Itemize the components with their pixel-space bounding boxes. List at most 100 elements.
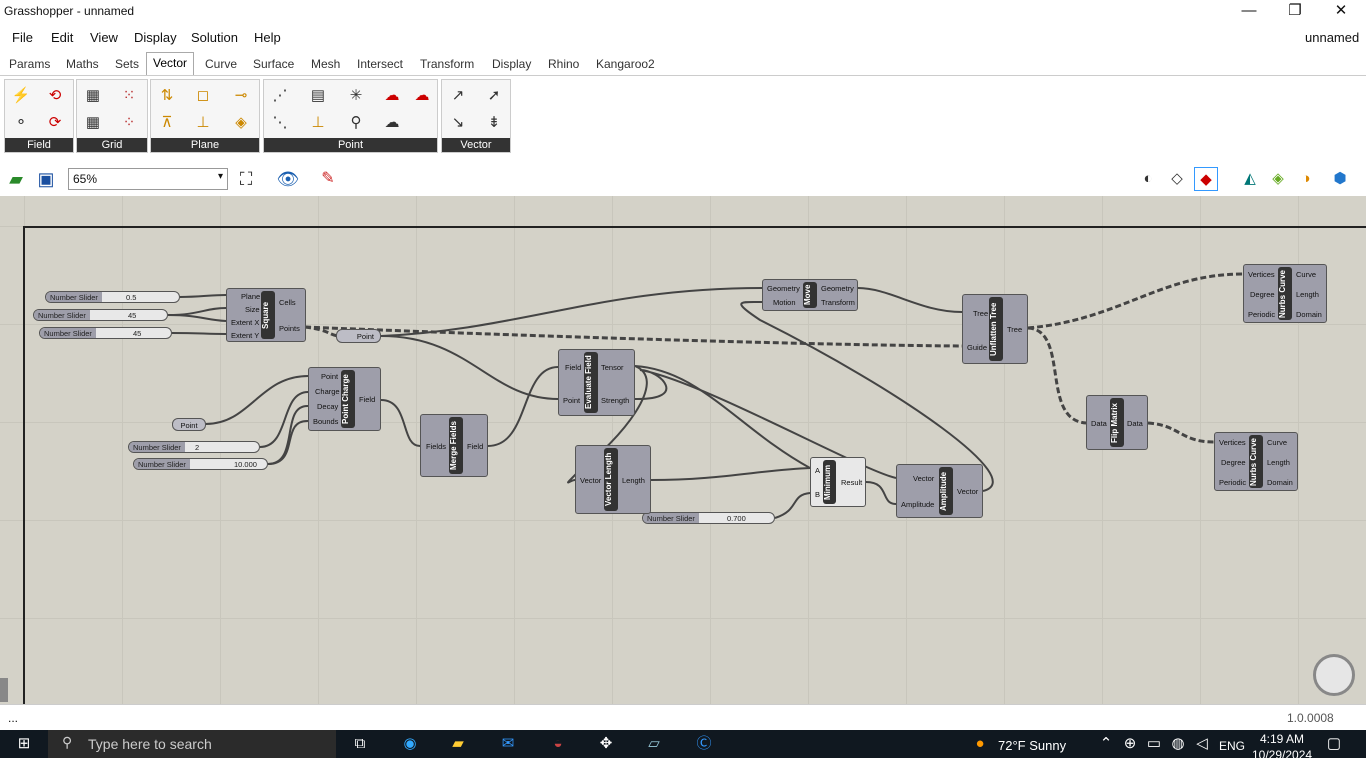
c-app-icon[interactable]: Ⓒ [696, 735, 712, 752]
zoom-dropdown[interactable]: 65% ▾ [68, 168, 228, 190]
vector-display-icon[interactable]: ⇟ [487, 114, 501, 131]
cull-points-icon[interactable]: ☁ [414, 87, 430, 104]
output-pin[interactable]: Tensor [601, 363, 624, 372]
tab-vector[interactable]: Vector [146, 52, 195, 76]
tab-kangaroo2[interactable]: Kangaroo2 [596, 57, 655, 71]
output-pin[interactable]: Data [1127, 419, 1143, 428]
deconstruct-vector-icon[interactable]: ↘ [451, 114, 465, 131]
input-pin[interactable]: Field [565, 363, 582, 372]
output-pin[interactable]: Points [279, 324, 300, 333]
network-icon[interactable]: ⊕ [1123, 735, 1137, 752]
panel-label-grid[interactable]: Grid [77, 138, 147, 152]
input-pin[interactable]: Decay [317, 402, 339, 411]
component-unflatten-tree[interactable]: Tree Guide Unflatten Tree Tree [962, 294, 1028, 364]
language-indicator[interactable]: ENG [1219, 739, 1246, 753]
component-minimum[interactable]: A B Minimum Result [810, 457, 866, 507]
open-file-icon[interactable]: ▰ [9, 169, 23, 189]
point-cloud-icon[interactable]: ✳ [349, 87, 363, 104]
input-pin[interactable]: Extent Y [231, 331, 260, 340]
component-merge-fields[interactable]: Fields Merge Fields Field [420, 414, 488, 477]
tab-display[interactable]: Display [492, 57, 532, 71]
component-nurbs-curve[interactable]: Vertices Degree Periodic Nurbs Curve Cur… [1214, 432, 1298, 491]
grasshopper-icon[interactable]: ✥ [599, 735, 613, 752]
component-square[interactable]: Plane Size Extent X Extent Y Square Cell… [226, 288, 306, 342]
input-pin[interactable]: Vector [913, 474, 935, 483]
mesh-quality-icon[interactable]: ◭ [1244, 170, 1256, 187]
numbers-to-points-icon[interactable]: ▤ [310, 87, 326, 104]
preview-shaded-icon[interactable]: ◇ [1171, 170, 1183, 187]
restore-button[interactable]: ❐ [1288, 2, 1302, 19]
panel-label-vector[interactable]: Vector [442, 138, 510, 152]
output-pin[interactable]: Length [622, 476, 645, 485]
input-pin[interactable]: Extent X [231, 318, 260, 327]
input-pin[interactable]: Vertices [1248, 270, 1275, 279]
deconstruct-point-icon[interactable]: ⋰ [272, 87, 288, 104]
point-param[interactable]: Point [336, 329, 381, 343]
unit-x-icon[interactable]: ↗ [451, 87, 465, 104]
project-point-icon[interactable]: ⊥ [311, 114, 325, 131]
output-pin[interactable]: Length [1267, 458, 1290, 467]
minimize-button[interactable]: — [1241, 2, 1257, 19]
component-point-charge[interactable]: Point Charge Decay Bounds Point Charge F… [308, 367, 381, 431]
windows-start-icon[interactable]: ⊞ [17, 735, 31, 752]
preview-wire-icon[interactable]: ◐ [1143, 170, 1153, 187]
app-icon[interactable]: ▱ [648, 735, 660, 752]
input-pin[interactable]: Vertices [1219, 438, 1246, 447]
vector-2pt-icon[interactable]: ➚ [487, 87, 501, 104]
square-grid-icon[interactable]: ▦ [85, 114, 101, 131]
sketch-pen-icon[interactable]: ✎ [321, 170, 335, 187]
input-pin[interactable]: B [815, 490, 821, 499]
input-pin[interactable]: Periodic [1248, 310, 1276, 319]
component-nurbs-curve[interactable]: Vertices Degree Periodic Nurbs Curve Cur… [1243, 264, 1327, 323]
menu-file[interactable]: File [12, 30, 33, 45]
tab-sets[interactable]: Sets [115, 57, 140, 71]
output-pin[interactable]: Field [467, 442, 484, 451]
output-pin[interactable]: Geometry [821, 284, 854, 293]
notification-icon[interactable]: ▢ [1326, 735, 1342, 752]
rhino-icon[interactable]: ◒ [553, 735, 563, 752]
construct-point-icon[interactable]: ⋱ [272, 114, 288, 131]
edge-icon[interactable]: ◉ [403, 735, 417, 752]
close-button[interactable]: ✕ [1334, 2, 1348, 19]
input-pin[interactable]: A [815, 466, 821, 475]
xz-plane-icon[interactable]: ⊼ [161, 114, 173, 131]
output-pin[interactable]: Curve [1267, 438, 1288, 447]
save-icon[interactable]: ▣ [37, 169, 55, 189]
input-pin[interactable]: Fields [426, 442, 447, 451]
input-pin[interactable]: Charge [315, 387, 340, 396]
menu-help[interactable]: Help [254, 30, 281, 45]
output-pin[interactable]: Domain [1296, 310, 1322, 319]
chevron-up-icon[interactable]: ⌃ [1099, 735, 1113, 752]
output-pin[interactable]: Length [1296, 290, 1319, 299]
vector-force-icon[interactable]: ⟳ [48, 114, 62, 131]
panel-label-field[interactable]: Field [5, 138, 73, 152]
input-pin[interactable]: Amplitude [901, 500, 935, 509]
closest-point-icon[interactable]: ☁ [384, 87, 400, 104]
input-pin[interactable]: Data [1091, 419, 1107, 428]
number-slider[interactable]: Number Slider 0.700 [642, 512, 775, 524]
document-preview-icon[interactable]: ◈ [1272, 170, 1284, 187]
component-vector-length[interactable]: Vector Vector Length Length [575, 445, 651, 514]
preview-selected-icon[interactable]: ◆ [1194, 167, 1218, 191]
output-pin[interactable]: Vector [957, 487, 979, 496]
preview-eye-icon[interactable]: 👁 [276, 169, 300, 189]
menu-view[interactable]: View [90, 30, 118, 45]
input-pin[interactable]: Size [245, 305, 260, 314]
number-slider[interactable]: Number Slider 45 [39, 327, 172, 339]
weather-text[interactable]: 72°F Sunny [998, 738, 1067, 753]
spin-force-icon[interactable]: ⟲ [48, 87, 62, 104]
tab-params[interactable]: Params [9, 57, 51, 71]
input-pin[interactable]: Point [563, 396, 581, 405]
barycentric-icon[interactable]: ☁ [384, 114, 400, 131]
number-slider[interactable]: Number Slider 0.5 [45, 291, 180, 303]
clock-time[interactable]: 4:19 AM [1260, 732, 1305, 746]
tab-intersect[interactable]: Intersect [357, 57, 404, 71]
input-pin[interactable]: Plane [241, 292, 261, 301]
number-slider[interactable]: Number Slider 2 [128, 441, 260, 453]
input-pin[interactable]: Vector [580, 476, 602, 485]
zoom-extents-icon[interactable]: ⛶ [239, 169, 253, 189]
menu-edit[interactable]: Edit [51, 30, 74, 45]
mail-icon[interactable]: ✉ [501, 735, 515, 752]
display-mode-icon[interactable]: ⬢ [1333, 170, 1347, 187]
input-pin[interactable]: Point [321, 372, 339, 381]
